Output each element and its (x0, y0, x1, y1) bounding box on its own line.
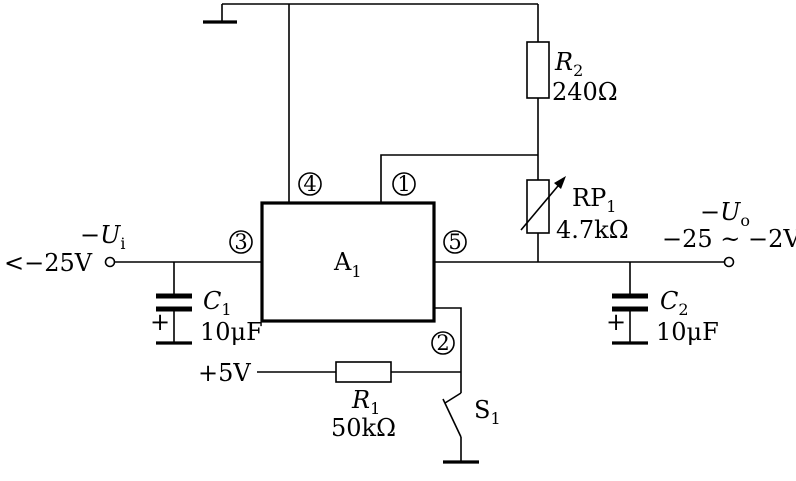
c2-capacitor (612, 262, 648, 345)
c1-name: C1 (203, 287, 232, 319)
r1-value: 50kΩ (331, 414, 396, 442)
svg-text:3: 3 (234, 230, 247, 254)
rp1-resistor (526, 179, 550, 234)
pin-3-marker: 3 (229, 230, 253, 254)
c1-capacitor (156, 262, 192, 345)
s1-name: S1 (474, 396, 501, 428)
svg-text:4: 4 (303, 172, 316, 196)
r2-value: 240Ω (552, 78, 618, 106)
ic-label: A1 (333, 248, 362, 281)
input-voltage-label: <−25V (4, 249, 93, 277)
r2-resistor (526, 41, 550, 99)
input-signal-label: −Ui (80, 221, 125, 253)
pin-1-marker: 1 (392, 172, 416, 196)
output-signal-label: −Uo (700, 198, 750, 230)
top-ground-symbol (203, 4, 237, 24)
pin2-wire (434, 307, 462, 393)
svg-text:1: 1 (397, 172, 410, 196)
svg-text:5: 5 (448, 230, 461, 254)
supply-label: +5V (198, 359, 251, 387)
r1-resistor (335, 361, 392, 383)
r2-name: R2 (554, 48, 583, 80)
s1-switch-blade (444, 392, 462, 404)
pin-4-marker: 4 (298, 172, 322, 196)
pin-2-marker: 2 (431, 331, 455, 355)
c2-name: C2 (660, 287, 689, 319)
c2-polarity: + (606, 308, 626, 336)
r1-name: R1 (351, 386, 380, 418)
svg-text:2: 2 (436, 331, 449, 355)
output-terminal (723, 256, 735, 268)
c1-value: 10μF (200, 318, 263, 346)
c1-polarity: + (150, 308, 170, 336)
c2-value: 10μF (656, 318, 719, 346)
pin1-wire (380, 154, 538, 203)
rp1-value: 4.7kΩ (556, 216, 629, 244)
rp1-adjust-arrow (520, 176, 566, 231)
pin-5-marker: 5 (443, 230, 467, 254)
input-terminal (104, 256, 116, 268)
rp1-name: RP1 (572, 184, 616, 216)
s1-blade (442, 398, 462, 438)
output-range-label: −25 ~ −2V (662, 225, 796, 253)
